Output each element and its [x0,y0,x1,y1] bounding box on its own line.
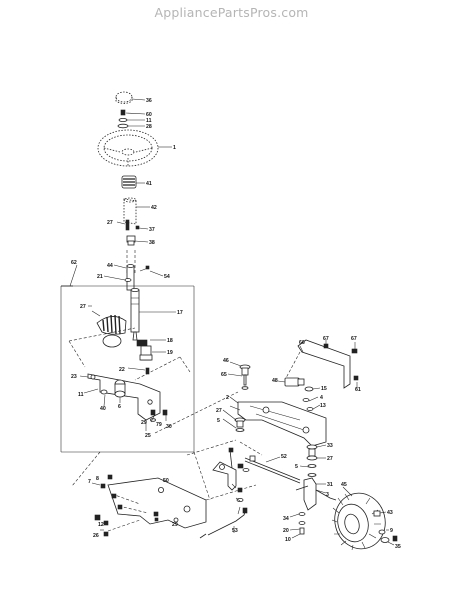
callout-27-box: 27 [80,304,86,310]
callout-29-plate: 29 [172,522,178,528]
callout-36: 36 [146,98,152,104]
callout-25: 25 [145,433,151,439]
shaft-bolt[interactable] [145,367,150,375]
axle-bolt-right[interactable] [284,377,314,411]
callout-60: 60 [146,112,152,118]
tie-rod-ends[interactable] [236,463,250,502]
steering-arm[interactable] [212,447,237,491]
callout-5: 5 [217,418,220,424]
axle-support-bracket[interactable] [297,339,359,389]
callout-62: 62 [71,260,77,266]
callout-27-spindle: 27 [327,456,333,462]
callout-23: 23 [71,374,77,380]
callout-33: 33 [327,443,333,449]
steering-shaft-upper[interactable] [126,250,136,291]
drag-link-rod[interactable] [199,507,248,539]
callout-44: 44 [107,263,113,269]
steering-wheel[interactable] [97,129,159,167]
callout-29: 29 [141,420,147,426]
callout-54: 54 [164,274,170,280]
callout-11: 11 [146,118,152,124]
callout-66: 66 [299,340,305,346]
front-wheel[interactable] [329,487,392,554]
callout-20: 20 [283,528,289,534]
wheel-hub-hardware[interactable] [373,510,398,543]
callout-40: 40 [100,406,106,412]
callout-27: 27 [107,220,113,226]
callout-4: 4 [320,395,323,401]
callout-26: 26 [93,533,99,539]
callout-53: 53 [232,528,238,534]
callout-67b: 67 [351,336,357,342]
callout-41: 41 [146,181,152,187]
steering-column-sleeve[interactable] [123,197,137,225]
callout-27-axle: 27 [216,408,222,414]
sector-gear[interactable] [96,314,127,348]
callout-79: 79 [156,422,162,428]
callout-21: 21 [97,274,103,280]
callout-13: 13 [320,403,326,409]
callout-65: 65 [221,372,227,378]
callout-48: 48 [272,378,278,384]
callout-45: 45 [341,482,347,488]
callout-35: 35 [395,544,401,550]
axle-washers[interactable] [234,417,246,432]
site-watermark: AppliancePartsPros.com [154,5,309,20]
callout-17: 17 [177,310,183,316]
callout-7: 7 [88,479,91,485]
steering-support-bracket[interactable] [87,373,161,421]
callout-2: 2 [226,395,229,401]
callout-31: 31 [327,482,333,488]
steering-adapter[interactable] [121,175,137,189]
steering-mount-plate[interactable] [107,477,207,529]
callout-30: 30 [166,424,172,430]
callout-5-spindle: 5 [295,464,298,470]
spindle-washer-stack[interactable] [306,444,318,477]
callout-6: 6 [118,404,121,410]
callout-22: 22 [119,367,125,373]
spindle-lower-hardware[interactable] [298,512,306,535]
tie-rod[interactable] [244,455,301,484]
steering-nut-and-washer[interactable] [117,109,129,129]
callout-37: 37 [149,227,155,233]
callout-67: 67 [323,336,329,342]
callout-18: 18 [167,338,173,344]
callout-3: 3 [326,492,329,498]
steering-cap[interactable] [115,91,133,104]
callout-46: 46 [223,358,229,364]
mount-plate-bolts[interactable] [94,474,159,537]
steering-shaft-lower[interactable] [130,287,140,341]
spacer-and-bolt[interactable] [124,265,150,282]
pinion-gear[interactable] [136,339,153,361]
front-axle[interactable] [237,401,327,447]
bracket-hardware[interactable] [150,409,168,422]
callout-10: 10 [285,537,291,543]
callout-61: 61 [355,387,361,393]
callout-34: 34 [283,516,289,522]
column-bolt-and-nut[interactable] [125,219,140,246]
front-spindle[interactable] [295,477,337,511]
callout-52: 52 [281,454,287,460]
callout-42: 42 [151,205,157,211]
callout-9: 9 [390,528,393,534]
callout-8: 8 [96,476,99,482]
callout-15: 15 [321,386,327,392]
callout-19: 19 [167,350,173,356]
callout-11-box: 11 [78,392,84,398]
callout-43: 43 [387,510,393,516]
callout-50: 50 [163,478,169,484]
axle-pivot-bolt[interactable] [239,364,251,390]
callout-12: 12 [98,522,104,528]
part-callout-labels: 36 60 11 28 1 41 42 27 37 38 62 44 21 54… [71,98,401,550]
callout-38: 38 [149,240,155,246]
callout-28: 28 [146,124,152,130]
bushing-spacer[interactable] [100,379,126,398]
callout-1: 1 [173,145,176,151]
